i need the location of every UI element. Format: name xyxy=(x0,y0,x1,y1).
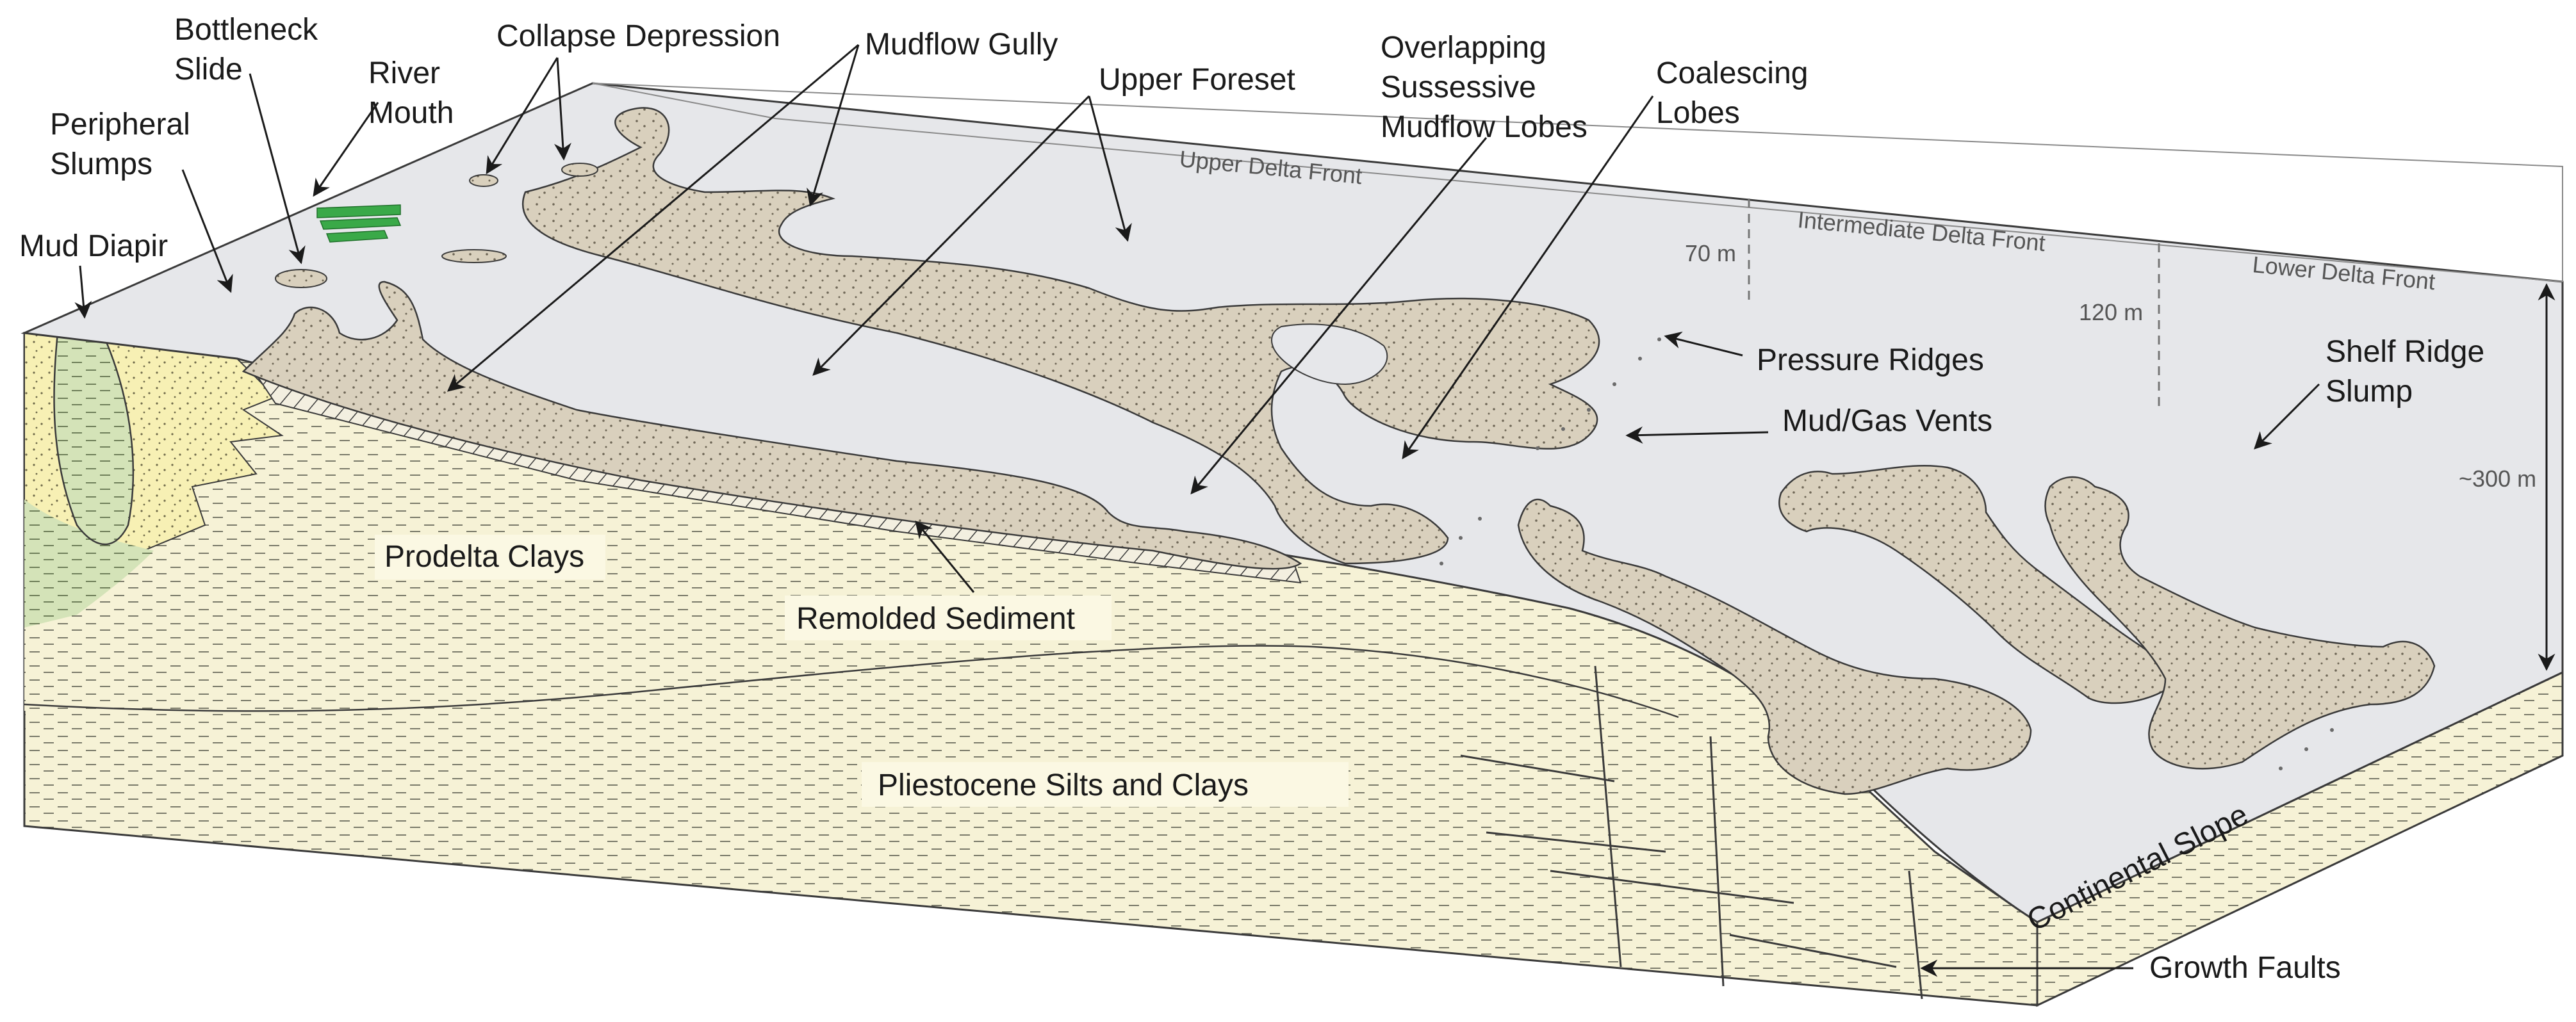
label-prodelta-clays: Prodelta Clays xyxy=(384,540,584,574)
label-remolded-sediment: Remolded Sediment xyxy=(796,602,1075,636)
label-mud-diapir: Mud Diapir xyxy=(19,229,168,263)
label-mudflow-gully: Mudflow Gully xyxy=(865,28,1058,61)
depth-120-label: 120 m xyxy=(2079,299,2143,325)
depth-300-label: ~300 m xyxy=(2459,466,2536,492)
mudflow-lobe-lower-1 xyxy=(1517,498,2032,795)
remolded-label-box xyxy=(785,596,1112,640)
label-pleistocene: Pliestocene Silts and Clays xyxy=(878,768,1249,802)
collapse-depression-1 xyxy=(469,174,498,187)
mud-gas-vents-dots xyxy=(1440,337,2334,770)
collapse-depression-2 xyxy=(561,163,598,177)
mudflow-lobe-upper xyxy=(521,107,1600,565)
label-mud-gas-vents: Mud/Gas Vents xyxy=(1782,404,1992,438)
label-pressure-ridges: Pressure Ridges xyxy=(1757,343,1984,377)
diapir-zone xyxy=(24,499,154,628)
leader-arrows xyxy=(74,44,2320,977)
depth-70-label: 70 m xyxy=(1685,240,1736,266)
back-edge-2 xyxy=(592,83,2563,282)
mud-diapir-body xyxy=(53,332,135,546)
growth-faults-lines xyxy=(1460,665,1923,1000)
label-growth-faults: Growth Faults xyxy=(2149,951,2341,985)
mudflow-lobe-lower-3 xyxy=(2044,476,2436,770)
river-mouth-channels xyxy=(316,204,402,243)
label-collapse-depression: Collapse Depression xyxy=(496,19,780,53)
prodelta-label-box xyxy=(375,535,605,580)
unit-boundary xyxy=(24,645,1679,718)
mudflow-lobe-main xyxy=(242,280,1302,570)
collapse-depression-3 xyxy=(441,249,507,263)
peripheral-slump-1 xyxy=(275,269,327,288)
pleistocene-label-box xyxy=(862,762,1349,807)
back-edge xyxy=(592,83,2563,282)
label-upper-foreset: Upper Foreset xyxy=(1099,63,1295,97)
lobe-hole xyxy=(1271,323,1388,385)
